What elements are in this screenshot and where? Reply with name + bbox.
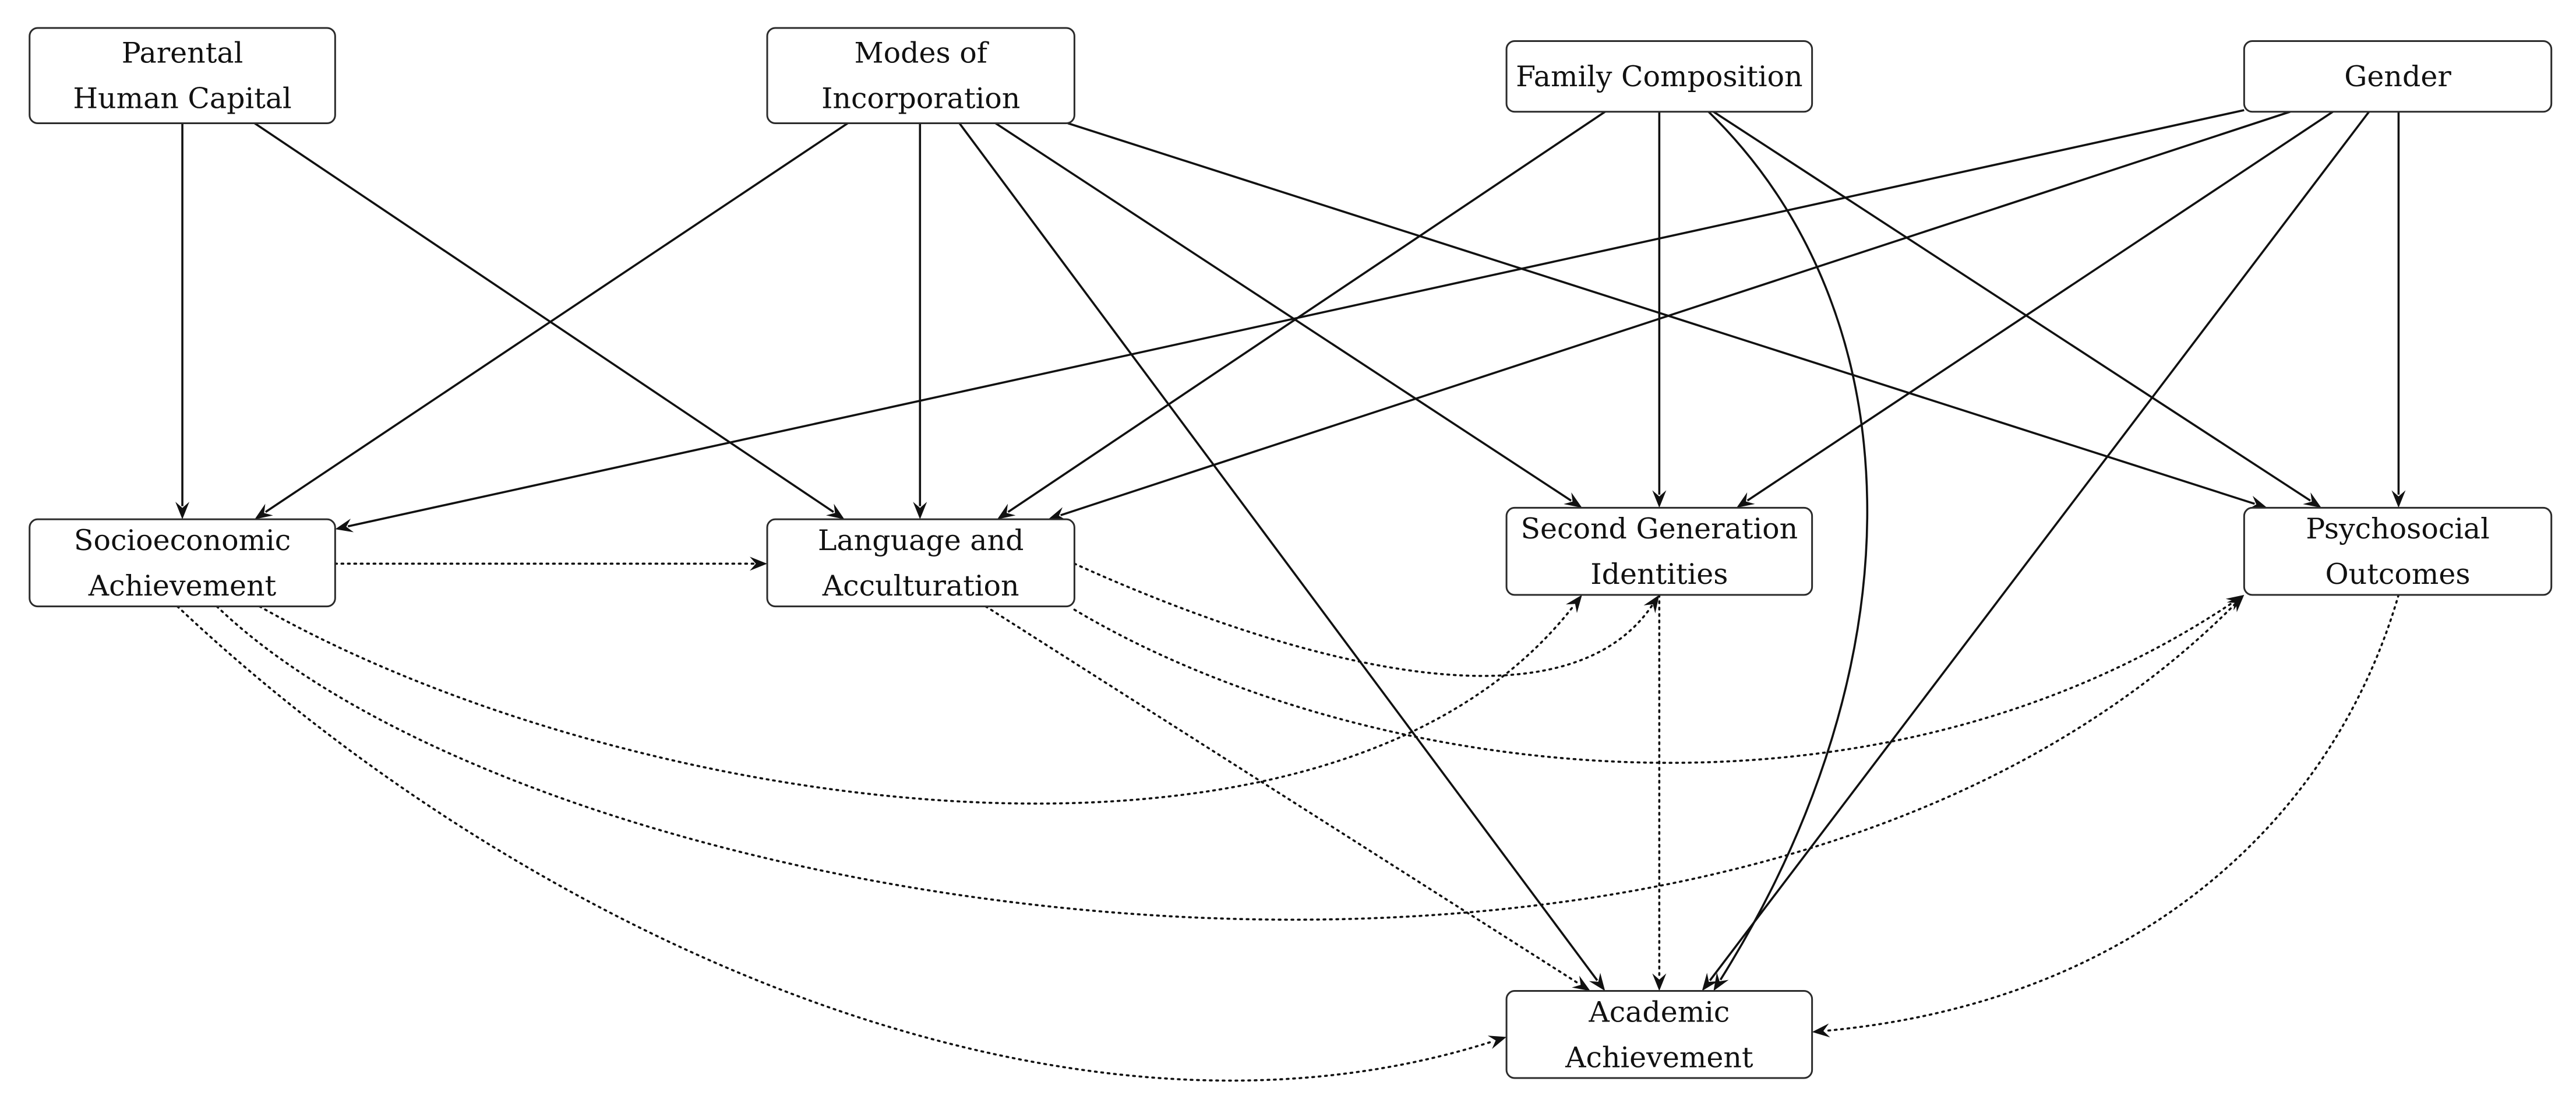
node-label-modes-line-2: Incorporation [821,82,1020,115]
arrowhead-psycho-to-academic [1812,1023,1830,1038]
arrowhead-gender-to-academic [1702,973,1718,991]
node-label-family-line-1: Family Composition [1516,60,1803,93]
node-label-psycho-line-2: Outcomes [2326,558,2471,591]
edge-layer [175,109,2406,1082]
edge-gender-to-secondgen [1746,111,2334,502]
node-family: Family Composition [1505,40,1813,113]
arrowhead-secondgen-to-academic [1652,973,1667,991]
node-box-modes [766,27,1075,125]
arrowhead-parental-to-language [825,503,845,520]
node-label-language-line-1: Language and [818,524,1024,557]
node-label-academic-line-2: Achievement [1565,1041,1753,1074]
node-box-gender [2243,40,2553,113]
node-label-secondgen-line-2: Identities [1590,558,1728,591]
arrowhead-modes-to-secondgen [1564,492,1582,508]
arrowhead-language-to-academic [1572,975,1590,991]
node-box-family [1505,40,1813,113]
node-label-modes-line-1: Modes of [854,37,989,70]
arrowhead-family-to-psycho [2303,492,2321,508]
edge-modes-to-socio [264,122,849,513]
edge-socio-to-academic [176,605,1495,1082]
edge-language-to-psycho [1073,601,2235,764]
edge-language-to-secondgen [1073,562,1653,677]
edge-family-to-language [1007,111,1606,513]
arrowhead-modes-to-academic [1589,973,1605,991]
edge-gender-to-socio [347,109,2245,528]
edge-family-to-academic [1707,111,1869,981]
arrowhead-gender-to-secondgen [1736,492,1755,508]
node-box-language [766,518,1075,608]
node-gender: Gender [2243,40,2553,113]
node-box-academic [1505,990,1813,1079]
arrowhead-language-to-secondgen [1643,594,1660,614]
edge-modes-to-secondgen [995,122,1572,502]
edge-modes-to-academic [958,122,1598,981]
node-label-parental-line-2: Human Capital [73,82,291,115]
edge-gender-to-academic [1709,111,2370,981]
arrowhead-gender-to-language [1048,507,1067,521]
node-label-parental-line-1: Parental [122,37,244,70]
edge-language-to-academic [984,605,1580,985]
arrowhead-gender-to-socio [335,518,354,533]
node-box-socio [29,518,336,608]
edge-psycho-to-academic [1824,594,2400,1032]
arrowhead-family-to-academic [1713,972,1729,991]
edge-family-to-psycho [1713,111,2312,502]
arrowhead-parental-to-socio [175,502,190,520]
node-label-socio-line-1: Socioeconomic [74,524,291,557]
arrowhead-modes-to-language [913,502,927,520]
edge-socio-to-psycho [216,603,2236,921]
arrowhead-socio-to-language [750,556,768,571]
edge-modes-to-psycho [1067,122,2255,505]
arrowhead-gender-to-psycho [2391,490,2406,508]
node-label-secondgen-line-1: Second Generation [1520,512,1798,545]
arrowhead-language-to-psycho [2225,594,2245,611]
node-box-secondgen [1505,506,1813,596]
edge-socio-to-secondgen [258,604,1575,805]
node-modes: Modes of Incorporation [766,27,1075,125]
edge-parental-to-language [254,122,834,513]
node-label-gender-line-1: Gender [2344,60,2451,93]
node-box-psycho [2243,506,2553,596]
arrowhead-family-to-language [997,503,1016,520]
node-label-academic-line-1: Academic [1588,995,1730,1028]
node-label-psycho-line-1: Psychosocial [2306,512,2490,545]
arrowhead-modes-to-psycho [2248,495,2267,509]
arrowhead-family-to-secondgen [1652,490,1667,508]
arrowhead-socio-to-secondgen [1565,594,1582,613]
node-box-parental [29,27,336,125]
node-label-language-line-2: Acculturation [822,569,1019,603]
edge-gender-to-language [1060,111,2291,516]
node-label-socio-line-2: Achievement [88,569,277,603]
arrowhead-modes-to-socio [255,503,273,520]
arrowhead-socio-to-academic [1487,1035,1507,1049]
